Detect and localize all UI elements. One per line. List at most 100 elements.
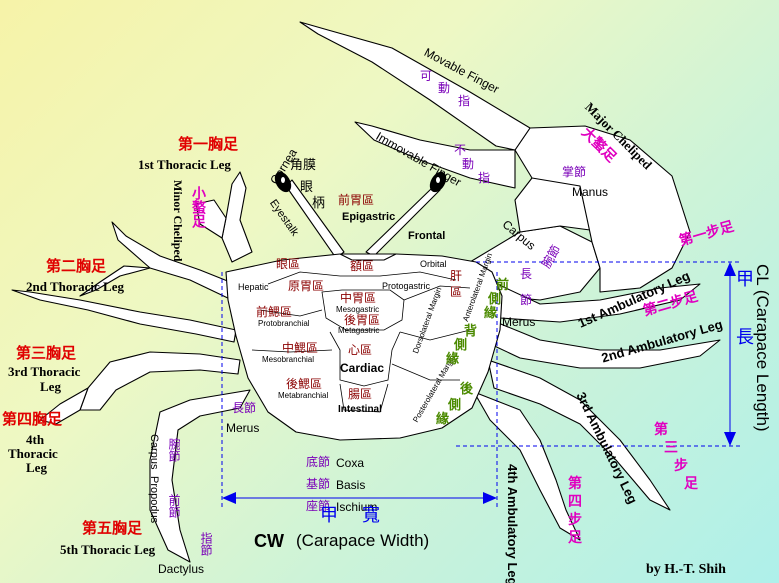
leg4-en-c: Leg	[26, 460, 47, 475]
ambulatory3-cn-1: 第	[654, 423, 668, 438]
cl-text: CL (Carapace Length)	[753, 264, 772, 432]
cw-abbr: CW	[254, 531, 284, 551]
cw-cn-2: 寬	[362, 505, 380, 525]
mesobranchial-en: Mesobranchial	[262, 355, 315, 364]
ant-margin-3: 緣	[484, 305, 498, 320]
propodus-en-leg: Propodus	[148, 476, 160, 524]
immovable-cn-2: 動	[462, 157, 475, 171]
carpus-cn-leg: 腕節	[167, 438, 181, 462]
carapace	[225, 253, 503, 441]
hepatic-cn-2: 區	[450, 285, 463, 299]
leg4-cn: 第四胸足	[2, 412, 63, 428]
cw-cn-1: 甲	[320, 505, 338, 525]
metabranchial-cn: 後鰓區	[286, 377, 323, 391]
ambulatory3-cn-3: 步	[674, 459, 688, 474]
credit: by H.-T. Shih	[646, 562, 726, 577]
post-margin-1: 後	[460, 381, 474, 396]
basis-cn: 基節	[306, 477, 331, 491]
cw-full: (Carapace Width)	[296, 531, 430, 550]
merus-cn-right-2: 節	[520, 293, 533, 307]
movable-cn-3: 指	[458, 94, 471, 108]
ischium-en: Ischium	[336, 500, 378, 514]
leg5-en: 5th Thoracic Leg	[60, 542, 156, 557]
left-leg-5	[149, 389, 251, 563]
left-leg-2	[111, 221, 241, 301]
intestinal-cn: 腸區	[348, 387, 373, 401]
left-leg-3	[11, 289, 237, 343]
dorso-margin-1: 背	[464, 323, 478, 338]
post-margin-3: 緣	[436, 411, 450, 426]
epigastric-cn: 前胃區	[338, 193, 375, 207]
cornea-cn: 角膜	[290, 157, 317, 172]
coxa-cn: 底節	[306, 455, 331, 469]
minor-cheliped-cn: 小螯足	[190, 186, 205, 228]
post-margin-2: 側	[448, 397, 462, 412]
leg5-cn: 第五胸足	[82, 521, 143, 537]
frontal-en: Frontal	[408, 230, 446, 242]
manus-cn: 掌節	[562, 165, 587, 179]
left-eyestalk	[285, 179, 345, 259]
leg3-cn: 第三胸足	[16, 346, 77, 362]
right-leg-2	[485, 317, 721, 369]
ischium-cn: 座節	[306, 499, 331, 513]
minor-cheliped	[221, 171, 253, 263]
epigastric-en: Epigastric	[342, 211, 396, 223]
hepatic-en: Hepatic	[238, 282, 269, 292]
cl-cn-1: 甲	[736, 269, 754, 289]
immovable-cn-3: 指	[478, 171, 491, 185]
orbital-en: Orbital	[420, 259, 447, 269]
cardiac-en: Cardiac	[340, 361, 385, 375]
mesogastric-en: Mesogastric	[336, 305, 380, 314]
basis-en: Basis	[336, 478, 366, 492]
ambulatory3-cn-4: 足	[684, 477, 698, 492]
right-leg-4	[473, 391, 581, 541]
right-leg-3	[487, 359, 671, 511]
ant-margin-2: 側	[488, 291, 502, 306]
orbital-cn: 眼區	[276, 257, 301, 271]
ambulatory4-cn-4: 足	[568, 531, 582, 546]
dorso-margin-3: 緣	[446, 351, 460, 366]
dactylus-cn-leg: 指節	[199, 532, 213, 556]
metagastric-cn: 後胃區	[344, 313, 381, 327]
ambulatory4-cn-2: 四	[568, 495, 582, 510]
minor-cheliped-en: Minor Cheliped	[171, 180, 185, 262]
merus-en: Merus	[226, 421, 260, 435]
leg3-en-b: Leg	[40, 379, 61, 394]
movable-cn-2: 動	[438, 81, 451, 95]
dactylus-en: Dactylus	[158, 562, 205, 576]
ambulatory4-en: 4th Ambulatory Leg	[505, 464, 520, 583]
ambulatory4-cn-1: 第	[568, 477, 582, 492]
right-leg-1	[479, 275, 701, 323]
movable-finger	[299, 21, 531, 151]
immovable-finger	[354, 121, 516, 189]
dorso-margin-2: 側	[454, 337, 468, 352]
leg2-cn: 第二胸足	[46, 259, 107, 275]
ambulatory4-cn-3: 步	[568, 513, 582, 528]
mesobranchial-cn: 中鰓區	[282, 341, 319, 355]
coxa-en: Coxa	[336, 456, 365, 470]
major-cheliped-manus	[514, 125, 691, 293]
manus-en: Manus	[572, 185, 609, 199]
protogastric-cn: 原胃區	[288, 279, 325, 293]
cardiac-cn: 心區	[348, 343, 373, 357]
leg1-cn: 第一胸足	[178, 137, 239, 153]
hepatic-cn: 肝	[450, 269, 463, 283]
intestinal-en: Intestinal	[338, 404, 382, 415]
ambulatory3-cn-2: 三	[664, 441, 678, 456]
merus-cn-right-1: 長	[520, 267, 533, 281]
protogastric-en: Protogastric	[382, 281, 431, 291]
leg3-en-a: 3rd Thoracic	[8, 364, 81, 379]
metagastric-en: Metagastric	[338, 326, 380, 335]
leg4-en-a: 4th	[26, 432, 45, 447]
carpus-en-leg: Carpus	[148, 434, 160, 470]
eyestalk-cn-1: 眼	[300, 179, 314, 194]
frontal-cn: 額區	[350, 259, 375, 273]
mesogastric-cn: 中胃區	[340, 291, 377, 305]
immovable-cn-1: 不	[454, 143, 467, 157]
propodus-cn-leg: 前節	[167, 494, 181, 518]
protobranchial-en: Protobranchial	[258, 319, 310, 328]
leg2-en: 2nd Thoracic Leg	[26, 279, 124, 294]
protobranchial-cn: 前鰓區	[256, 305, 293, 319]
merus-cn: 長節	[232, 401, 257, 415]
